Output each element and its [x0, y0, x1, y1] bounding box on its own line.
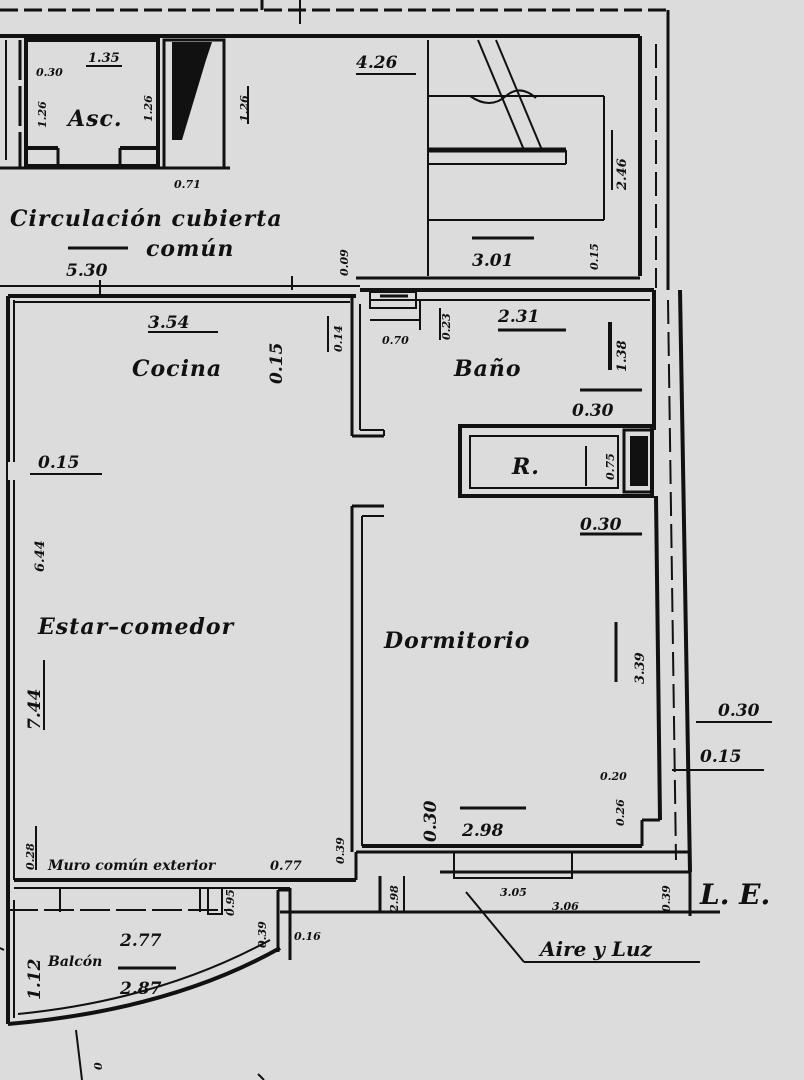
dim-bano-wall: 0.30	[572, 401, 614, 421]
dim-cocina-wall: 0.15	[267, 343, 287, 384]
label-bano: Baño	[453, 356, 522, 382]
dim-asc-h2: 1.26	[142, 95, 155, 122]
dim-bal-small2: 0.39	[256, 921, 269, 948]
dim-bano-small: 0.23	[440, 313, 453, 340]
dim-stair-h: 2.46	[615, 158, 630, 191]
dim-stair-lower: 3.01	[472, 251, 513, 271]
label-asc: Asc.	[66, 106, 123, 132]
label-estar-comedor: Estar–comedor	[37, 614, 235, 640]
dim-circ-h: 1.26	[238, 95, 251, 122]
walls	[0, 0, 720, 1080]
dim-right-wall2: 0.15	[700, 747, 741, 767]
dim-circ-small: 0.09	[338, 249, 351, 276]
dim-bano-door: 0.70	[382, 334, 409, 347]
dim-muro-small1: 0.28	[24, 843, 37, 870]
dim-stair-w: 4.26	[356, 53, 398, 73]
dim-estar-h2: 7.44	[25, 689, 45, 730]
dim-bal-h: 1.12	[25, 958, 45, 1000]
label-dormitorio: Dormitorio	[383, 628, 530, 654]
dim-bal-small3: 0.16	[294, 930, 321, 943]
dim-le-len1: 3.05	[500, 886, 527, 899]
label-le: L. E.	[699, 878, 770, 911]
dim-shaft: 0.71	[174, 178, 201, 191]
dim-circ-len: 5.30	[66, 261, 108, 281]
dim-muro-small2: 0.39	[334, 837, 347, 864]
dim-dorm-small2: 0.26	[614, 799, 627, 826]
dim-muro-len: 0.77	[270, 859, 302, 874]
dim-dorm-small1: 0.20	[600, 770, 627, 783]
dim-le-len2: 3.06	[552, 900, 579, 913]
dim-dorm-inner: 0.30	[421, 800, 441, 842]
label-muro-comun: Muro común exterior	[47, 858, 217, 874]
dim-r-small: 0.75	[604, 453, 617, 480]
label-balcon: Balcón	[47, 954, 102, 970]
dim-asc-top: 1.35	[88, 51, 120, 66]
dimensions: 0.30 1.35 1.26 1.26 0.71 1.26 4.26 2.46 …	[24, 51, 760, 1070]
dim-estar-h: 6.44	[33, 540, 48, 572]
label-r: R.	[511, 454, 540, 480]
room-labels: Circulación cubierta común Asc. Cocina B…	[10, 106, 770, 970]
dim-bottom: 0	[92, 1062, 105, 1070]
dim-right-wall1: 0.30	[718, 701, 760, 721]
label-circulacion-2: común	[146, 236, 234, 262]
dim-dorm-wall: 0.30	[580, 515, 622, 535]
dim-bano-w: 2.31	[497, 307, 539, 327]
dim-le-small2: 0.39	[660, 885, 673, 912]
label-cocina: Cocina	[132, 356, 222, 382]
dim-bal-small1: 0.95	[224, 889, 237, 916]
dim-bano-h: 1.38	[615, 340, 630, 372]
dim-asc-h1: 1.26	[36, 101, 49, 128]
dim-dorm-h: 3.39	[633, 652, 648, 684]
dimension-lines	[0, 65, 772, 970]
dim-bal-w2: 2.87	[119, 979, 162, 999]
label-aire-y-luz: Aire y Luz	[538, 937, 653, 961]
dim-dorm-w: 2.98	[461, 821, 504, 841]
dim-le-small1: 2.98	[388, 885, 401, 913]
dim-asc-w: 0.30	[36, 66, 63, 79]
dim-cocina-small: 0.14	[332, 325, 345, 352]
dim-cocina-w: 3.54	[148, 313, 189, 333]
label-circulacion-1: Circulación cubierta	[10, 206, 283, 232]
dim-estar-wall: 0.15	[38, 453, 79, 473]
dim-stair-small: 0.15	[588, 243, 601, 270]
dim-bal-w1: 2.77	[119, 931, 162, 951]
